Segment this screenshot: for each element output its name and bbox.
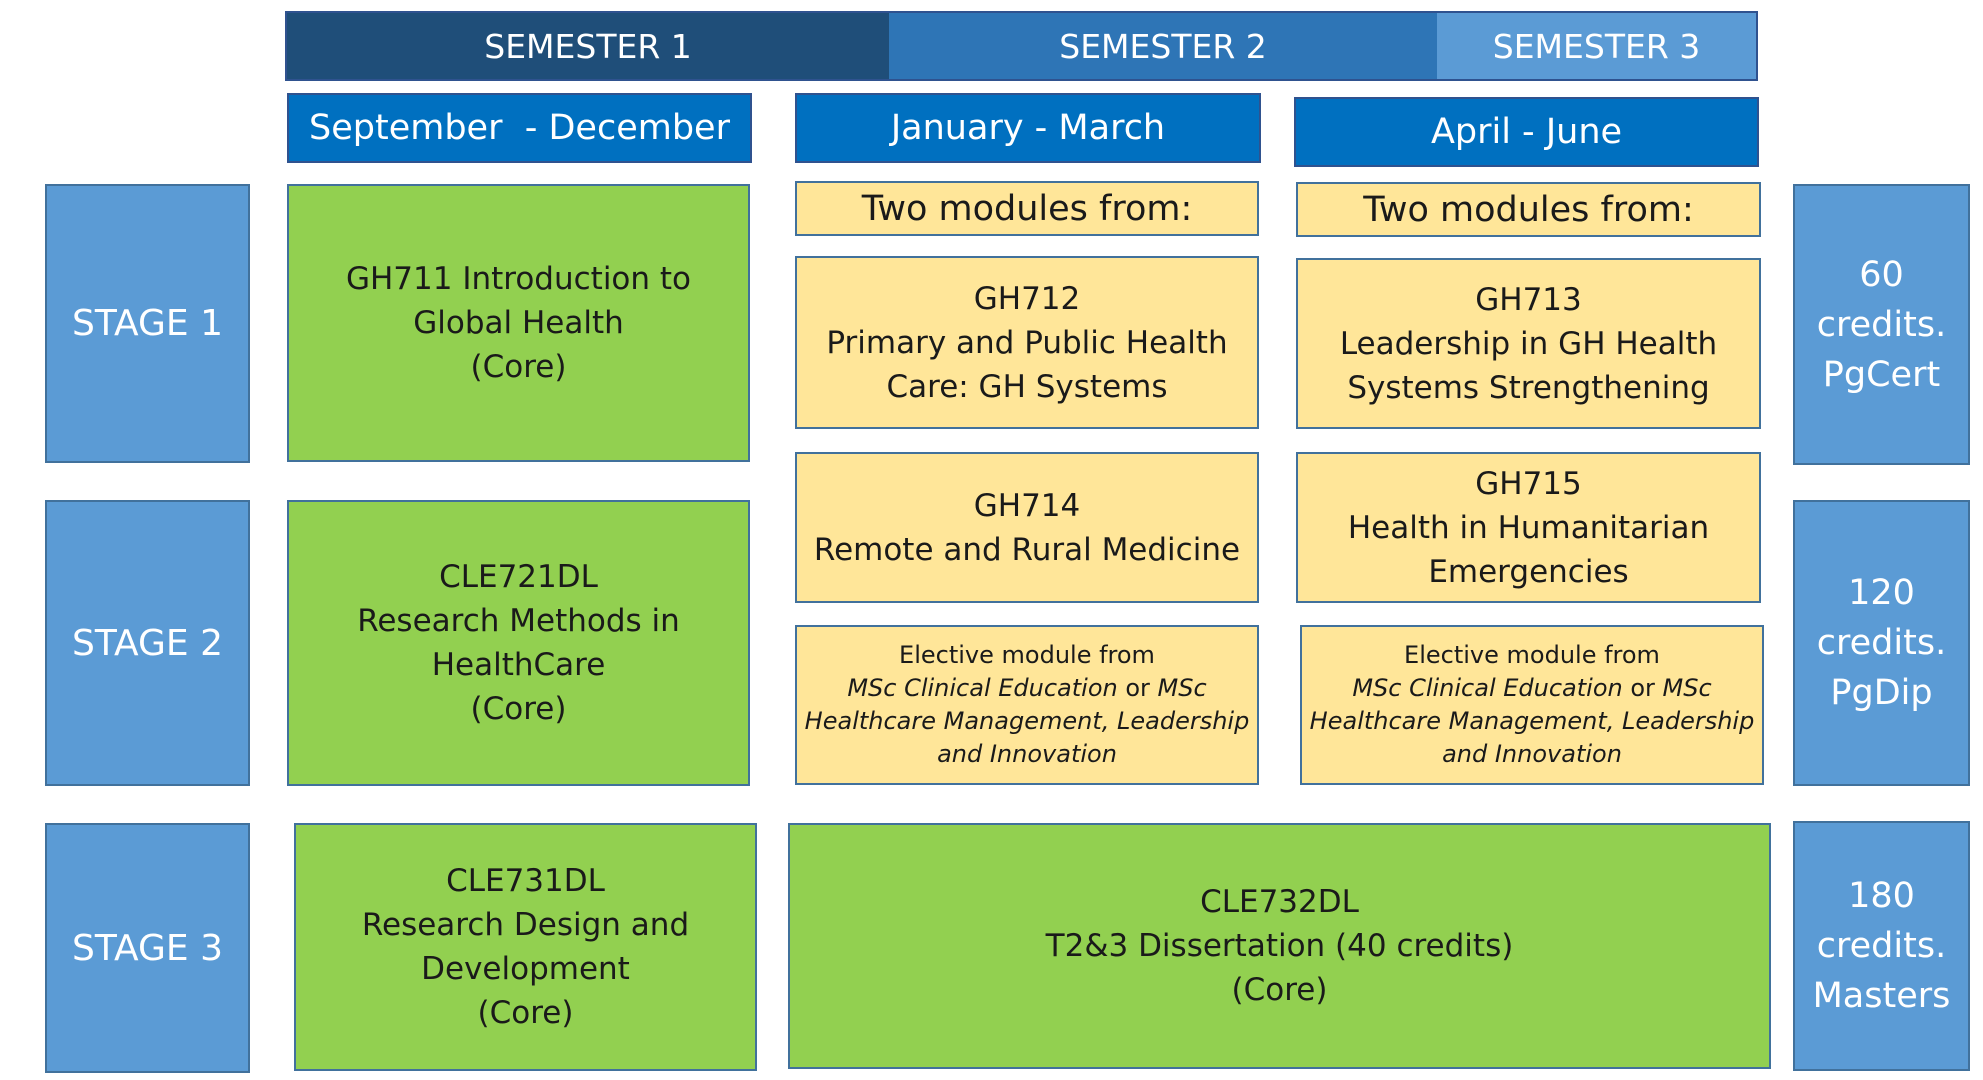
credits-word: credits.: [1816, 926, 1947, 966]
elective-line2: MSc Clinical Education or MSc: [1352, 672, 1711, 705]
module-gh713: GH713 Leadership in GH Health Systems St…: [1296, 258, 1761, 429]
module-title: Development: [421, 951, 630, 987]
credits-word: credits.: [1816, 304, 1947, 345]
elective-program-b: MSc: [1157, 674, 1207, 702]
module-type: (Core): [470, 691, 567, 727]
module-title: Health in Humanitarian: [1347, 509, 1710, 546]
credits-award: PgCert: [1822, 354, 1941, 395]
module-cle731dl: CLE731DL Research Design and Development…: [294, 823, 757, 1071]
credits-award: Masters: [1812, 976, 1951, 1016]
module-gh715: GH715 Health in Humanitarian Emergencies: [1296, 452, 1761, 603]
module-code: GH712: [973, 280, 1081, 317]
module-title: Leadership in GH Health: [1339, 325, 1718, 362]
module-title: Systems Strengthening: [1347, 369, 1710, 406]
module-title: Research Methods in: [357, 603, 680, 639]
module-title: HealthCare: [431, 647, 606, 683]
module-title: Research Design and: [361, 907, 690, 943]
elective-program-a: MSc Clinical Education: [847, 674, 1118, 702]
module-code: CLE732DL: [1200, 884, 1359, 920]
module-cle732dl: CLE732DL T2&3 Dissertation (40 credits) …: [788, 823, 1771, 1069]
module-gh712: GH712 Primary and Public Health Care: GH…: [795, 256, 1259, 429]
module-type: (Core): [470, 349, 567, 385]
module-title: Care: GH Systems: [886, 368, 1168, 405]
module-code: GH713: [1475, 281, 1582, 318]
period-apr-jun: April - June: [1294, 97, 1759, 167]
elective-line1: Elective module from: [1404, 641, 1660, 669]
elective-line4: and Innovation: [937, 740, 1117, 768]
stage-2: STAGE 2: [45, 500, 250, 786]
module-cle721dl: CLE721DL Research Methods in HealthCare …: [287, 500, 750, 786]
semester-1-label: SEMESTER 1: [287, 13, 889, 79]
semester-band: SEMESTER 1 SEMESTER 2 SEMESTER 3: [285, 11, 1758, 81]
credits-value: 60: [1859, 254, 1904, 295]
elective-or: or: [1622, 674, 1663, 702]
period-sep-dec: September - December: [287, 93, 752, 163]
credits-award: PgDip: [1830, 673, 1933, 713]
credits-value: 120: [1848, 573, 1915, 613]
elective-sem3: Elective module from MSc Clinical Educat…: [1300, 625, 1764, 785]
module-code: CLE721DL: [439, 559, 598, 595]
credits-value: 180: [1848, 876, 1915, 916]
sem2-options-header: Two modules from:: [795, 181, 1259, 236]
semester-2-label: SEMESTER 2: [889, 13, 1437, 79]
sem3-options-header: Two modules from:: [1296, 182, 1761, 237]
module-title: T2&3 Dissertation (40 credits): [1045, 928, 1514, 964]
module-code: GH714: [973, 487, 1081, 524]
period-jan-mar: January - March: [795, 93, 1261, 163]
elective-line1: Elective module from: [899, 641, 1155, 669]
elective-program-a: MSc Clinical Education: [1352, 674, 1623, 702]
credits-masters: 180 credits. Masters: [1793, 821, 1970, 1071]
elective-line2: MSc Clinical Education or MSc: [847, 672, 1206, 705]
elective-or: or: [1117, 674, 1158, 702]
module-title: Remote and Rural Medicine: [813, 531, 1241, 568]
module-title: Primary and Public Health: [826, 324, 1228, 361]
module-title: Global Health: [413, 305, 624, 341]
module-code: GH715: [1475, 465, 1582, 502]
credits-pgdip: 120 credits. PgDip: [1793, 500, 1970, 786]
elective-sem2: Elective module from MSc Clinical Educat…: [795, 625, 1259, 785]
module-title: Emergencies: [1428, 553, 1629, 590]
stage-3: STAGE 3: [45, 823, 250, 1073]
elective-line3: Healthcare Management, Leadership: [1309, 707, 1755, 735]
module-type: (Core): [477, 995, 574, 1031]
stage-1: STAGE 1: [45, 184, 250, 463]
credits-word: credits.: [1816, 623, 1947, 663]
module-code-title: GH711 Introduction to: [345, 261, 692, 297]
credits-pgcert: 60 credits. PgCert: [1793, 184, 1970, 465]
elective-line3: Healthcare Management, Leadership: [804, 707, 1250, 735]
module-type: (Core): [1231, 972, 1328, 1008]
semester-3-label: SEMESTER 3: [1437, 13, 1756, 79]
elective-line4: and Innovation: [1442, 740, 1622, 768]
module-code: CLE731DL: [446, 863, 605, 899]
module-gh714: GH714 Remote and Rural Medicine: [795, 452, 1259, 603]
module-gh711: GH711 Introduction to Global Health (Cor…: [287, 184, 750, 462]
elective-program-b: MSc: [1662, 674, 1712, 702]
